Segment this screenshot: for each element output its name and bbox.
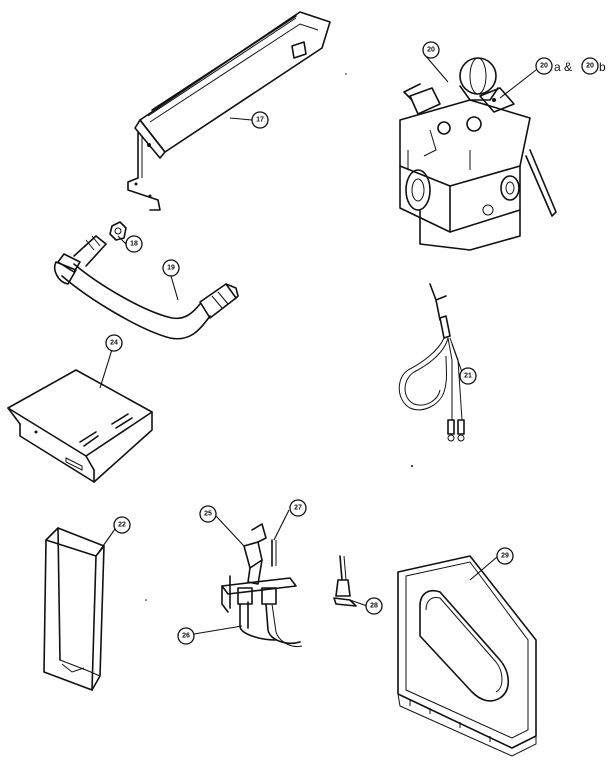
- callout-22: 22: [113, 516, 131, 534]
- speck: [145, 599, 147, 601]
- callout-17-label: 17: [256, 117, 264, 124]
- callout-24: 24: [105, 334, 123, 352]
- callout-27: 27: [289, 499, 307, 517]
- callout-26-label: 26: [182, 633, 190, 640]
- speck: [345, 73, 347, 75]
- callout-25: 25: [199, 505, 217, 523]
- callout-22-label: 22: [118, 522, 126, 529]
- callout-19-label: 19: [167, 265, 175, 272]
- callout-20a: 20: [535, 57, 553, 75]
- callout-20a-suffix: a &: [554, 60, 572, 74]
- callout-24-label: 24: [110, 340, 118, 347]
- callout-18-label: 18: [130, 241, 138, 248]
- callout-20b-label: 20: [586, 63, 594, 70]
- callout-27-label: 27: [294, 505, 302, 512]
- callout-19: 19: [162, 259, 180, 277]
- callout-29: 29: [496, 547, 514, 565]
- leader-lines: [95, 53, 537, 635]
- callout-25-label: 25: [204, 511, 212, 518]
- part-18-nut: [109, 221, 127, 241]
- callout-20b: 20: [581, 57, 599, 75]
- part-21-thermocouple: [398, 283, 465, 442]
- callout-21-label: 21: [464, 373, 472, 380]
- part-20-gas-valve: [399, 57, 557, 251]
- callout-20a-label: 20: [540, 63, 548, 70]
- part-29-panel: [397, 555, 537, 757]
- part-25-27-pilot-assembly: [221, 523, 303, 647]
- part-19-tube: [53, 235, 239, 340]
- part-24-plate: [7, 369, 153, 483]
- callout-28-label: 28: [370, 603, 378, 610]
- callout-17: 17: [251, 111, 269, 129]
- callout-28: 28: [365, 597, 383, 615]
- part-22-channel: [43, 527, 105, 691]
- part-17-burner: [127, 11, 331, 211]
- callout-29-label: 29: [501, 553, 509, 560]
- callout-26: 26: [177, 627, 195, 645]
- callout-20b-suffix: b: [599, 60, 606, 74]
- part-28-pin: [333, 555, 357, 607]
- callout-20-label: 20: [427, 47, 435, 54]
- callout-18: 18: [125, 235, 143, 253]
- speck: [411, 465, 413, 467]
- callout-20: 20: [422, 41, 440, 59]
- callout-21: 21: [459, 367, 477, 385]
